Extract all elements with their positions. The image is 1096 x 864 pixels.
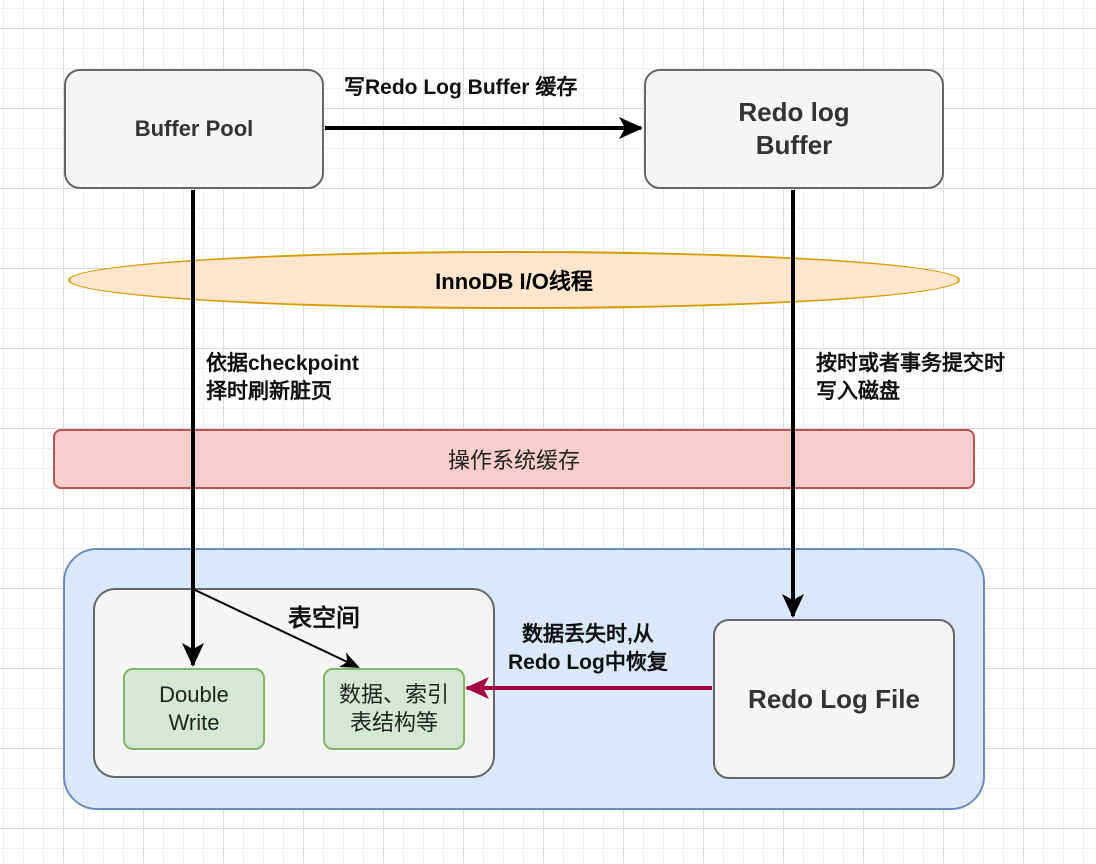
edge-label-recover-line-2: Redo Log中恢复 bbox=[508, 651, 668, 674]
edge-label-recover-line-1: 数据丢失时,从 bbox=[521, 623, 654, 646]
double-write-node[interactable]: Double Write bbox=[123, 668, 265, 750]
os-cache-label: 操作系统缓存 bbox=[447, 448, 580, 473]
data-index-node[interactable]: 数据、索引 表结构等 bbox=[323, 668, 465, 750]
redo-log-buffer-line-2: Buffer bbox=[755, 130, 833, 160]
edge-label-commit-line-2: 写入磁盘 bbox=[816, 380, 900, 403]
redo-log-file-node[interactable]: Redo Log File bbox=[713, 619, 955, 779]
data-index-line-2: 表结构等 bbox=[349, 710, 438, 735]
data-index-label: 数据、索引 表结构等 bbox=[339, 681, 449, 737]
innodb-io-thread-label: InnoDB I/O线程 bbox=[435, 269, 593, 294]
edge-label-commit-write-disk: 按时或者事务提交时 写入磁盘 bbox=[816, 350, 1005, 406]
redo-log-buffer-node[interactable]: Redo log Buffer bbox=[644, 69, 944, 189]
double-write-line-2: Write bbox=[168, 710, 220, 735]
innodb-io-thread-node[interactable]: InnoDB I/O线程 bbox=[68, 251, 960, 309]
edge-label-checkpoint-line-1: 依据checkpoint bbox=[206, 352, 359, 375]
tablespace-title: 表空间 bbox=[288, 605, 360, 632]
double-write-line-1: Double bbox=[159, 682, 229, 707]
edge-label-checkpoint-line-2: 择时刷新脏页 bbox=[206, 380, 332, 403]
buffer-pool-label: Buffer Pool bbox=[134, 116, 254, 141]
data-index-line-1: 数据、索引 bbox=[338, 682, 449, 707]
edge-label-checkpoint-flush: 依据checkpoint 择时刷新脏页 bbox=[206, 350, 359, 406]
os-cache-node[interactable]: 操作系统缓存 bbox=[53, 429, 975, 489]
redo-log-file-label: Redo Log File bbox=[748, 683, 920, 714]
buffer-pool-node[interactable]: Buffer Pool bbox=[64, 69, 324, 189]
redo-log-buffer-label: Redo log Buffer bbox=[738, 96, 849, 162]
edge-label-recover-from-redo: 数据丢失时,从 Redo Log中恢复 bbox=[508, 621, 668, 677]
double-write-label: Double Write bbox=[159, 681, 229, 737]
edge-label-write-redo-buffer: 写Redo Log Buffer 缓存 bbox=[344, 76, 578, 99]
redo-log-buffer-line-1: Redo log bbox=[738, 97, 850, 127]
edge-label-commit-line-1: 按时或者事务提交时 bbox=[816, 352, 1005, 375]
